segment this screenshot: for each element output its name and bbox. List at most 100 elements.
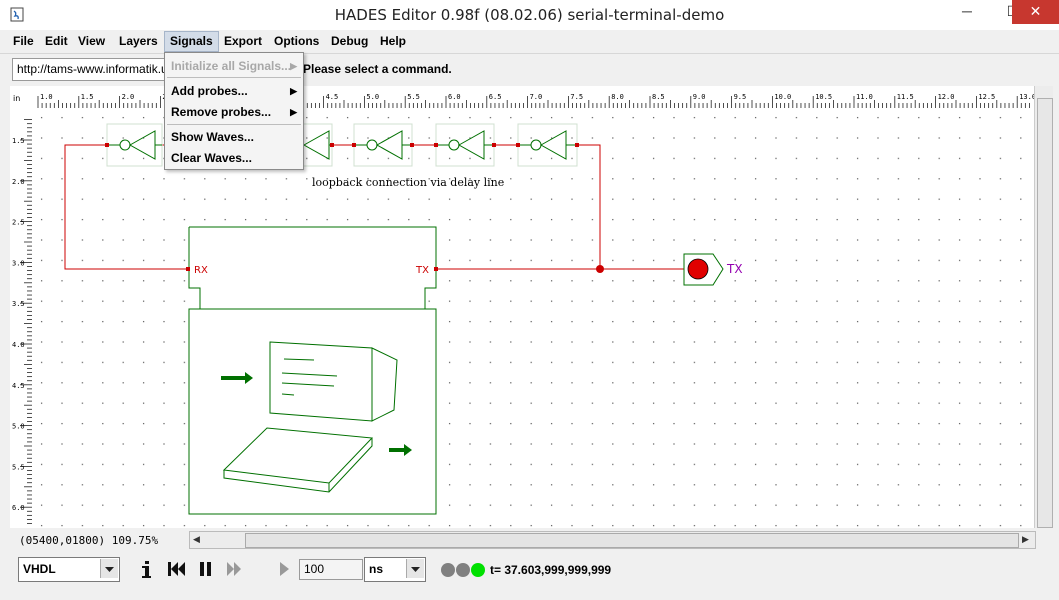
ruler-tick-label: 9.5	[734, 93, 747, 101]
ruler-tick-label: 4.0	[12, 341, 25, 349]
tx-label: TX	[726, 262, 743, 276]
ruler-tick-label: 8.0	[611, 93, 624, 101]
rewind-icon[interactable]	[168, 562, 185, 576]
simulation-time: t= 37.603,999,999,999	[490, 563, 612, 577]
port-rx-label: RX	[194, 265, 208, 276]
submenu-arrow-icon: ▶	[290, 86, 297, 96]
menu-item-initialize-signals: Initialize all Signals...▶	[171, 57, 297, 75]
indicator-icon-3	[471, 563, 485, 577]
loopback-annotation: loopback connection via delay line	[312, 176, 504, 189]
coordinates: (05400,01800)	[19, 534, 106, 547]
monitor-icon	[269, 341, 398, 422]
menu-item-show-waves[interactable]: Show Waves...	[171, 130, 254, 144]
inverter-4	[352, 123, 414, 167]
ruler-tick-label: 9.0	[693, 93, 706, 101]
menu-item-clear-waves[interactable]: Clear Waves...	[171, 151, 252, 165]
language-value: VHDL	[23, 562, 56, 576]
play-icon[interactable]	[278, 560, 292, 580]
inverter-5	[434, 123, 496, 167]
close-button[interactable]: ✕	[1012, 0, 1059, 24]
language-select[interactable]: VHDL	[18, 557, 120, 582]
status-message: Please select a command.	[303, 62, 452, 76]
menu-file[interactable]: File	[13, 34, 34, 48]
wires	[64, 144, 684, 270]
minimize-button[interactable]: ─	[962, 3, 972, 19]
ruler-tick-label: 1.0	[40, 93, 53, 101]
vertical-scroll-thumb[interactable]	[1037, 98, 1053, 528]
signals-dropdown-menu: Initialize all Signals...▶ Add probes...…	[164, 52, 304, 170]
chevron-down-icon[interactable]	[100, 559, 118, 578]
serial-terminal-component[interactable]: RX TX	[186, 226, 438, 515]
fast-forward-icon[interactable]	[227, 562, 241, 576]
ruler-tick-label: 2.5	[12, 219, 25, 227]
menu-bar: File Edit View Layers Signals Export Opt…	[0, 30, 1059, 54]
ruler-tick-label: 10.0	[774, 93, 791, 101]
ruler-tick-label: 7.5	[570, 93, 583, 101]
ruler-tick-label: 2.0	[122, 93, 135, 101]
ruler-tick-label: 6.0	[12, 504, 25, 512]
java-app-icon	[10, 7, 24, 22]
pause-icon[interactable]	[200, 562, 211, 576]
menu-item-label: Add probes...	[171, 84, 248, 98]
ruler-tick-label: 13.0	[1019, 93, 1034, 101]
ruler-tick-label: 12.5	[978, 93, 995, 101]
menu-help[interactable]: Help	[380, 34, 407, 48]
menu-item-label: Remove probes...	[171, 105, 272, 119]
menu-options[interactable]: Options	[274, 34, 320, 48]
ruler-tick-label: 4.5	[12, 382, 25, 390]
chevron-down-icon[interactable]	[406, 559, 424, 578]
zoom-level: 109.75%	[111, 534, 159, 547]
step-time-input[interactable]: 100	[299, 559, 363, 580]
scroll-left-arrow-icon[interactable]: ◀	[193, 534, 200, 544]
inverter-1	[105, 123, 163, 167]
wire-junction	[596, 265, 604, 273]
ruler-unit-label: in	[13, 94, 20, 103]
menu-separator	[167, 77, 301, 78]
ruler-tick-label: 3.5	[12, 300, 25, 308]
ruler-tick-label: 1.5	[81, 93, 94, 101]
menu-export[interactable]: Export	[224, 34, 263, 48]
ruler-tick-label: 2.0	[12, 178, 25, 186]
indicator-icon-1	[441, 563, 455, 577]
horizontal-scroll-thumb[interactable]	[245, 533, 1019, 548]
menu-item-remove-probes[interactable]: Remove probes...▶	[171, 103, 297, 121]
time-unit-select[interactable]: ns	[364, 557, 426, 582]
ruler-tick-label: 5.0	[366, 93, 379, 101]
url-field[interactable]: http://tams-www.informatik.uni-hamburg.d…	[12, 58, 173, 81]
menu-debug[interactable]: Debug	[331, 34, 369, 48]
schematic-canvas[interactable]: loopback connection via delay line RX TX	[32, 108, 1034, 528]
scroll-right-arrow-icon[interactable]: ▶	[1022, 534, 1029, 544]
ruler-tick-label: 8.5	[652, 93, 665, 101]
ruler-tick-label: 5.5	[12, 463, 25, 471]
ruler-tick-label: 1.5	[12, 137, 25, 145]
menu-separator	[167, 124, 301, 125]
sim-controls	[142, 561, 241, 578]
ruler-tick-label: 11.5	[897, 93, 914, 101]
tx-led-indicator[interactable]: TX	[683, 253, 743, 286]
info-icon[interactable]	[142, 561, 151, 578]
schematic-drawing[interactable]: loopback connection via delay line RX TX	[32, 108, 1034, 528]
menu-signals[interactable]: Signals	[164, 31, 219, 52]
time-unit-value: ns	[369, 562, 384, 576]
ruler-tick-label: 10.5	[815, 93, 832, 101]
menu-edit[interactable]: Edit	[45, 34, 68, 48]
ruler-tick-label: 4.5	[326, 93, 339, 101]
menu-view[interactable]: View	[78, 34, 106, 48]
indicator-icon-2	[456, 563, 470, 577]
title-bar: HADES Editor 0.98f (08.02.06) serial-ter…	[0, 0, 1059, 31]
ruler-tick-label: 3.0	[12, 259, 25, 267]
keyboard-icon	[222, 427, 374, 493]
arrow-icons	[221, 372, 412, 456]
ruler-tick-label: 6.0	[448, 93, 461, 101]
vertical-scrollbar[interactable]	[1034, 86, 1053, 528]
coordinates-readout: (05400,01800) 109.75%	[19, 534, 158, 547]
ruler-tick-label: 5.5	[407, 93, 420, 101]
ruler-tick-label: 6.5	[489, 93, 502, 101]
window-title: HADES Editor 0.98f (08.02.06) serial-ter…	[334, 6, 725, 24]
status-indicators	[441, 563, 485, 577]
menu-item-add-probes[interactable]: Add probes... ▶	[171, 82, 297, 100]
ruler-tick-label: 12.0	[938, 93, 955, 101]
horizontal-scrollbar[interactable]: ◀ ▶	[189, 531, 1036, 549]
menu-layers[interactable]: Layers	[119, 34, 158, 48]
